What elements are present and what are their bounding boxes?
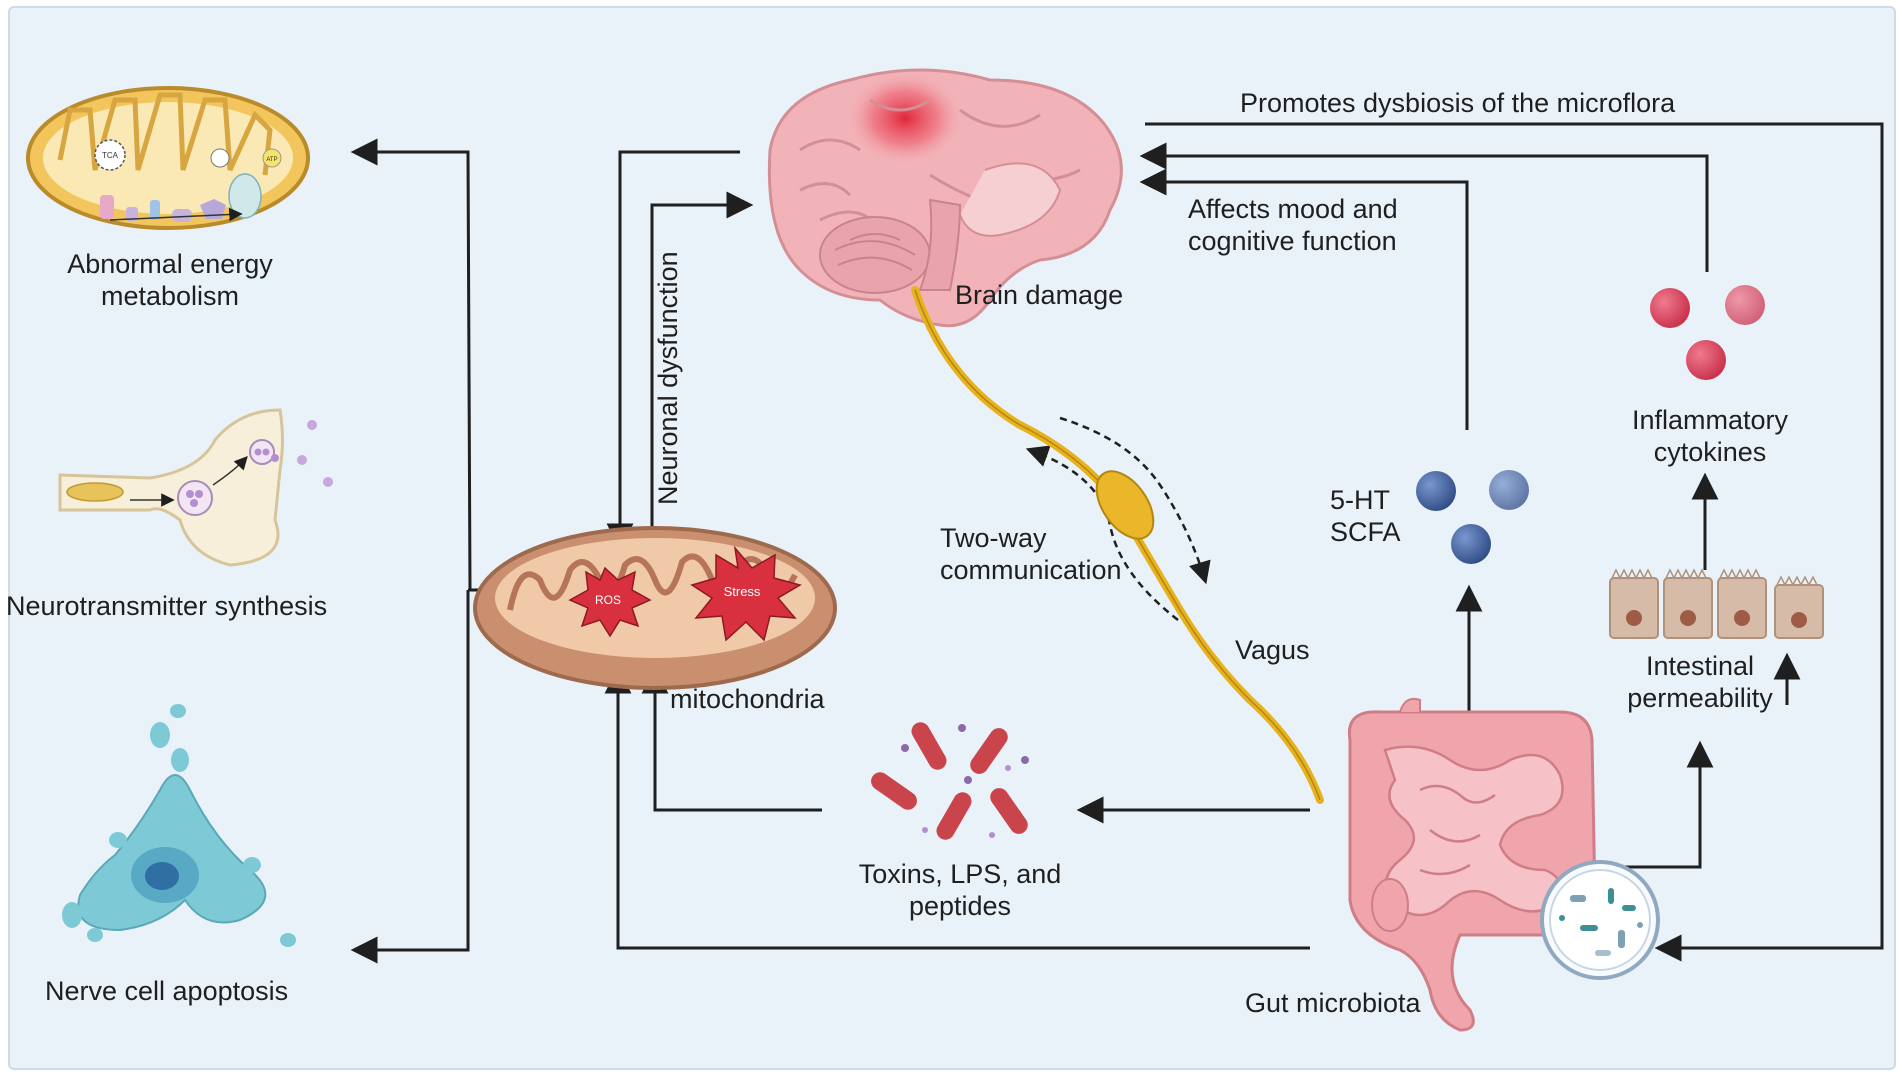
label-toxins-line1: Toxins, LPS, and	[858, 859, 1062, 889]
svg-text:Stress: Stress	[724, 584, 761, 599]
connector-arrows	[350, 122, 1884, 964]
label-abnormal-energy-line2: metabolism	[100, 281, 240, 311]
label-gut-microbiota: Gut microbiota	[1245, 988, 1421, 1018]
label-neurotransmitter: Neurotransmitter synthesis	[6, 591, 328, 621]
stress-burst-icon: Stress	[690, 545, 802, 642]
label-apoptosis: Nerve cell apoptosis	[45, 976, 289, 1006]
label-abnormal-energy-line1: Abnormal energy	[67, 249, 273, 279]
label-affects-mood-line1: Affects mood and	[1188, 194, 1398, 224]
arrow-5ht-to-brain	[1139, 168, 1469, 430]
label-affects-mood-line2: cognitive function	[1188, 226, 1397, 256]
label-two-way-line1: Two-way	[940, 523, 1047, 553]
cytokine-molecules	[1650, 285, 1765, 380]
brain-illustration	[767, 68, 1123, 328]
label-intestinal-line2: permeability	[1627, 683, 1773, 713]
arrow-cytokines-to-brain	[1139, 142, 1709, 272]
label-intestinal-line1: Intestinal	[1645, 651, 1755, 681]
tca-cycle-icon: TCA	[94, 139, 126, 171]
label-two-way: Two-way communication	[940, 522, 1122, 586]
apoptotic-cell-illustration	[62, 704, 296, 947]
label-vagus: Vagus	[1235, 635, 1310, 665]
two-way-dashed-arrows	[1025, 416, 1211, 621]
label-5ht: 5-HT	[1330, 485, 1390, 515]
label-inflammatory-line1: Inflammatory	[1631, 405, 1789, 435]
intestinal-cells	[1609, 568, 1824, 639]
arrow-to-apoptosis	[350, 590, 470, 964]
arrow-toxins-to-mito	[641, 666, 822, 812]
label-inflammatory-line2: cytokines	[1653, 437, 1767, 467]
5ht-scfa-molecules	[1416, 470, 1529, 564]
gut-illustration	[1347, 697, 1597, 1032]
label-intestinal: Intestinal permeability	[1590, 650, 1810, 714]
arrow-brain-to-mito	[606, 150, 740, 551]
label-neuronal-dysfunction: Neuronal dysfunction	[653, 251, 683, 505]
label-scfa: SCFA	[1330, 517, 1401, 547]
arrow-to-energy	[350, 138, 472, 591]
label-brain-damage: Brain damage	[955, 280, 1124, 310]
label-inflammatory: Inflammatory cytokines	[1600, 404, 1820, 468]
toxins-bacteria	[871, 722, 1029, 840]
ros-burst-icon: ROS	[568, 566, 652, 638]
microbiota-circle	[1540, 860, 1660, 980]
arrow-gut-to-intestinal	[1625, 740, 1714, 869]
mitochondria-illustration: ROS Stress	[473, 526, 837, 690]
label-affects-mood: Affects mood and cognitive function	[1188, 193, 1398, 257]
arrow-dysbiosis	[1145, 122, 1884, 962]
label-toxins: Toxins, LPS, and peptides	[840, 858, 1080, 922]
label-two-way-line2: communication	[940, 555, 1122, 585]
arrow-mito-to-brain	[650, 191, 754, 528]
svg-text:TCA: TCA	[102, 151, 119, 160]
vagus-nerve	[911, 286, 1324, 804]
cerebellum	[819, 216, 931, 294]
synapse-illustration	[58, 408, 333, 567]
label-abnormal-energy: Abnormal energy metabolism	[40, 248, 300, 312]
svg-text:ATP: ATP	[266, 157, 277, 163]
svg-text:ROS: ROS	[595, 593, 621, 607]
energy-mitochondrion-illustration: TCA ATP	[26, 86, 310, 230]
arrow-gut-to-mito	[604, 666, 1310, 950]
label-promotes-dysbiosis: Promotes dysbiosis of the microflora	[1240, 88, 1676, 118]
label-5ht-scfa: 5-HT SCFA	[1330, 484, 1401, 548]
label-mitochondria: mitochondria	[670, 684, 825, 714]
label-toxins-line2: peptides	[908, 891, 1012, 921]
